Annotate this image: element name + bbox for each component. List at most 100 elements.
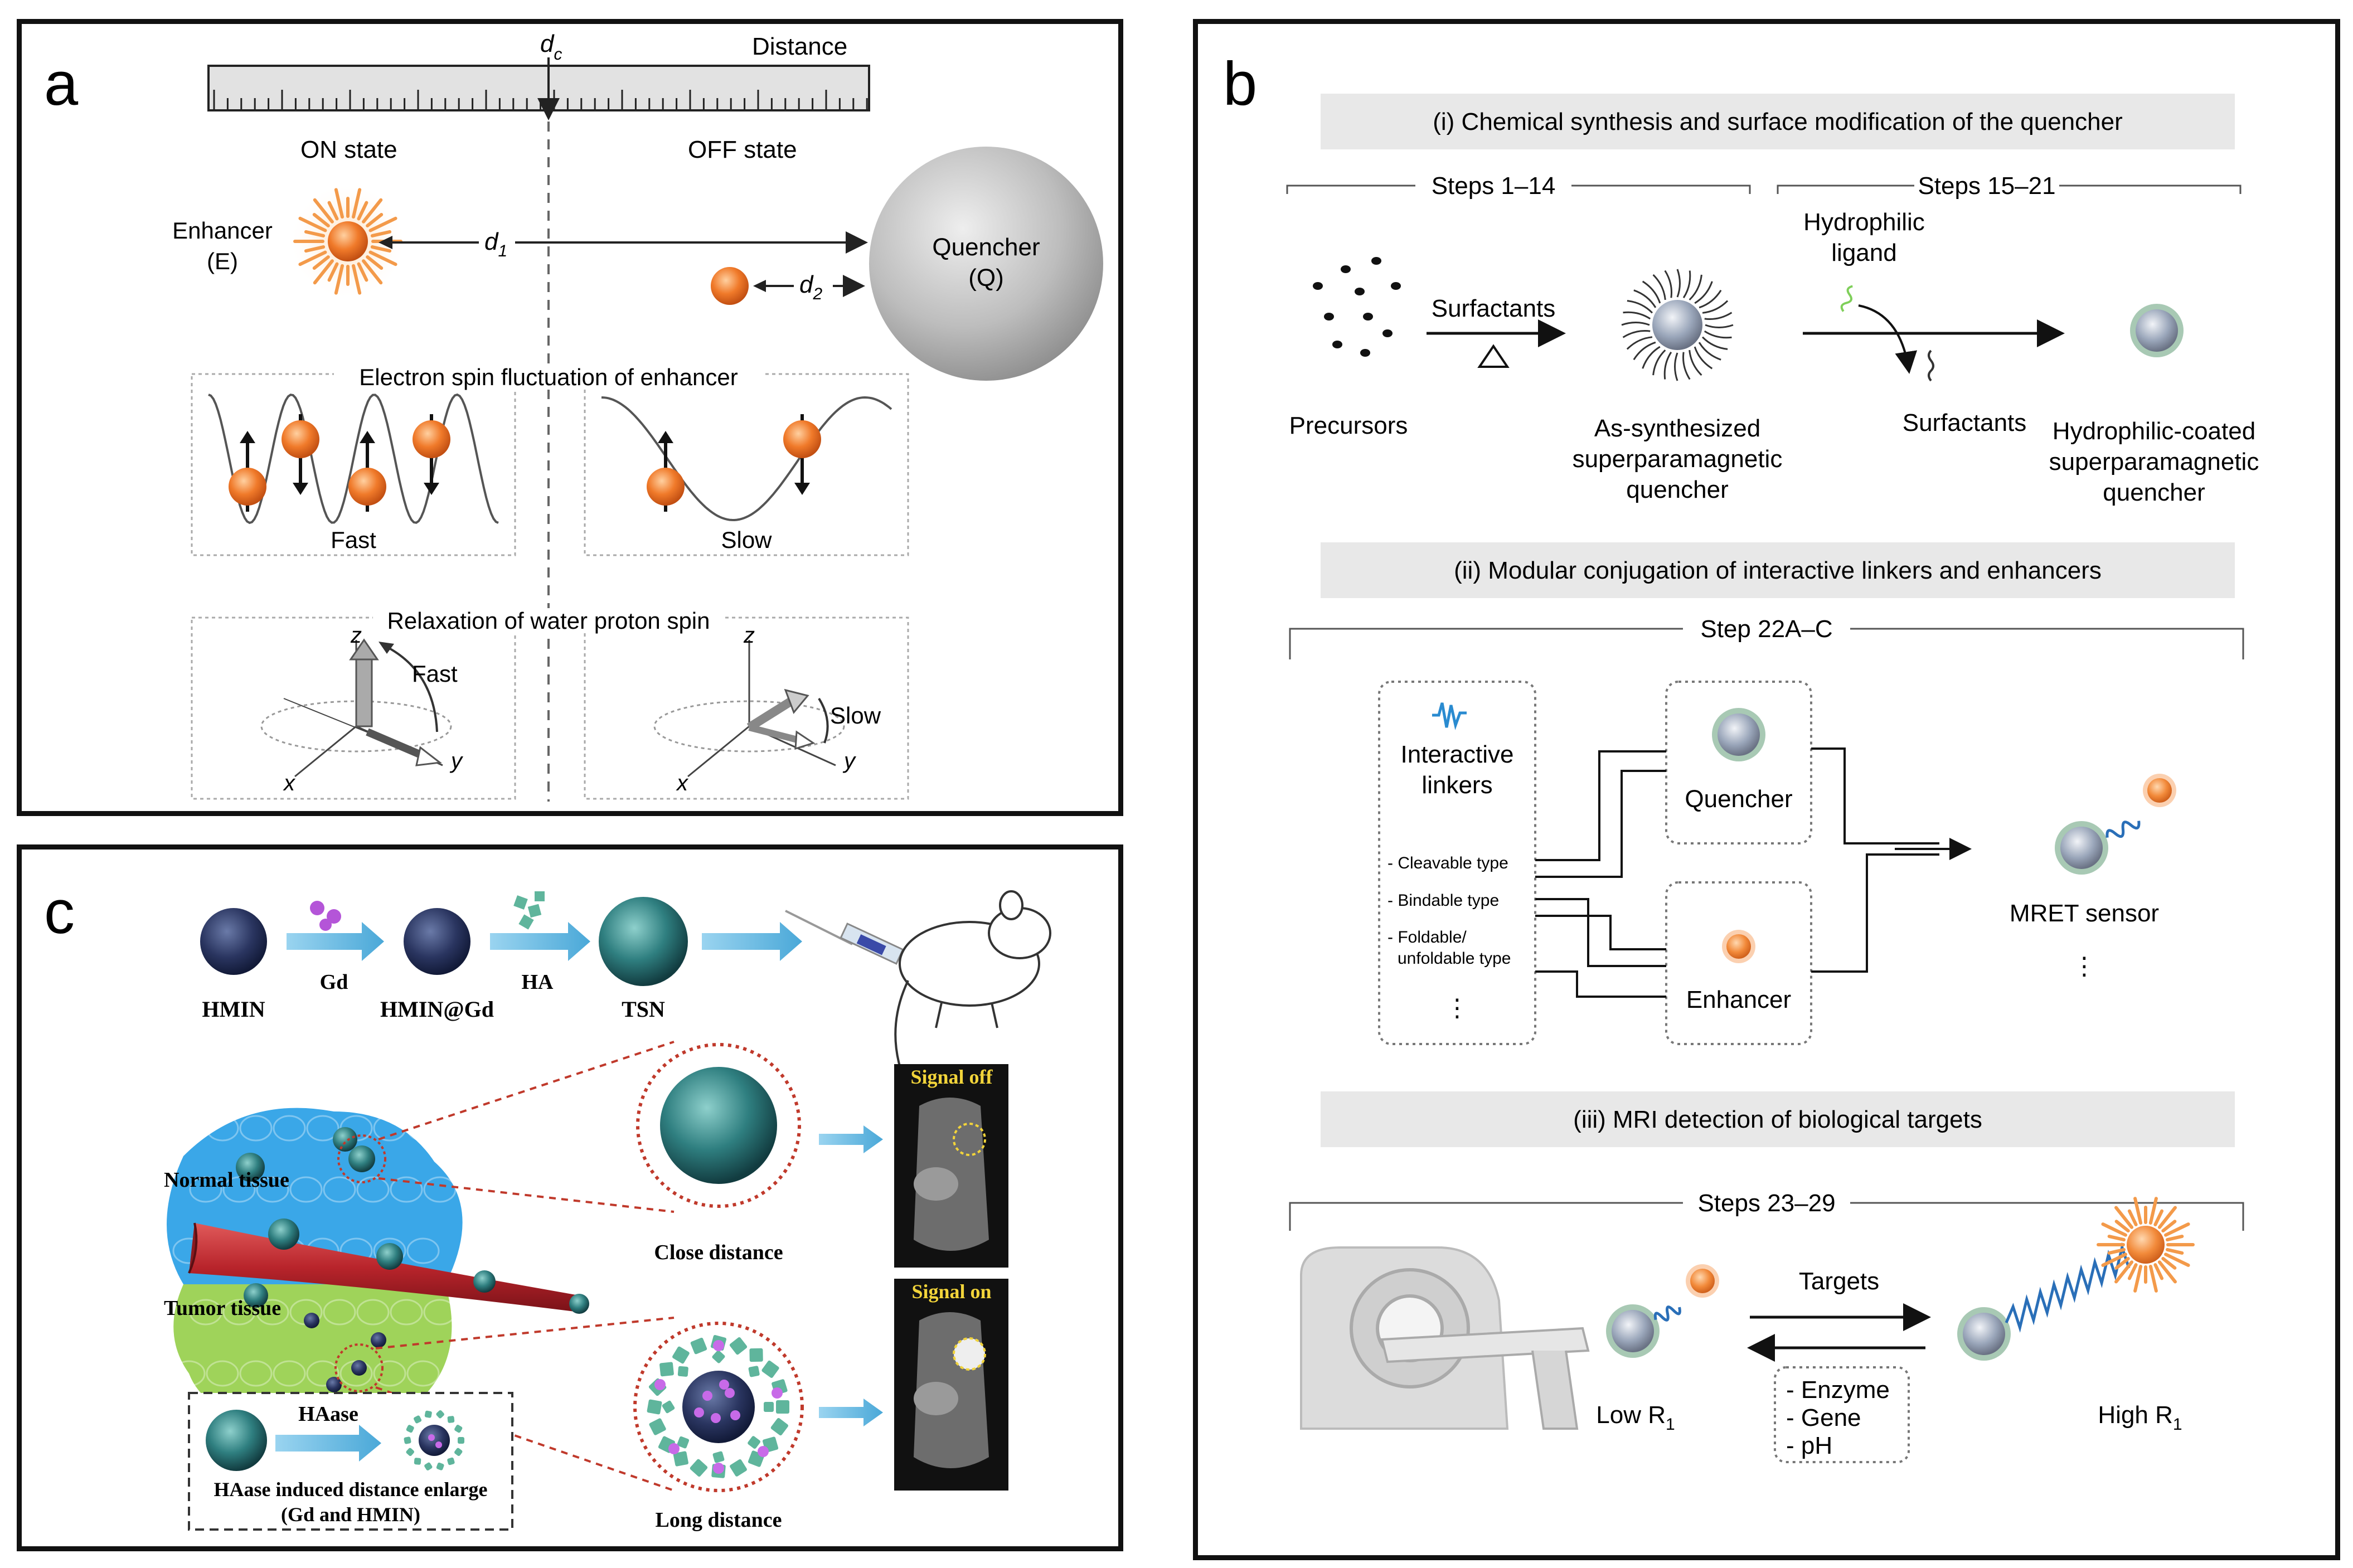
ha-fragment <box>662 1400 675 1414</box>
surfactant-chain <box>1633 341 1656 361</box>
signal-on-label: Signal on <box>911 1280 991 1303</box>
slow-z-label: z <box>743 623 755 648</box>
mouse-icon <box>894 890 1051 1240</box>
inset-ha-fragments <box>404 1410 464 1470</box>
target-type-gene: - Gene <box>1786 1404 1861 1431</box>
slow-vector-2 <box>748 724 800 744</box>
haase-label: HAase <box>298 1402 358 1426</box>
gd-ion <box>758 1446 769 1457</box>
surfactant-chain <box>1627 300 1653 314</box>
tissue-cell <box>206 1360 239 1387</box>
ray <box>362 198 383 224</box>
ray <box>362 259 383 285</box>
ray <box>2101 1222 2127 1237</box>
slow-vector-2-head <box>794 730 816 750</box>
ha-fragment <box>458 1437 464 1444</box>
ha-fragment <box>436 1462 444 1470</box>
heat-triangle <box>1477 344 1510 368</box>
ligand-squiggle <box>1840 285 1853 312</box>
surfactant-chain <box>1702 300 1729 314</box>
hydro-coated-line-2: superparamagnetic <box>2049 448 2259 475</box>
ha-fragment <box>414 1415 422 1424</box>
mret-quencher <box>2060 827 2103 869</box>
electron-spin <box>348 431 386 512</box>
electron-spin <box>282 414 319 495</box>
precursor-dot <box>1341 265 1351 273</box>
tissue-cell <box>423 1299 457 1326</box>
precursor-dots <box>1313 257 1401 357</box>
gd-ion <box>668 1443 680 1454</box>
signal-on-arrow <box>819 1399 883 1426</box>
steps-1-14-bracket <box>1286 185 1751 194</box>
linker-type-unfoldable: unfoldable type <box>1398 949 1511 968</box>
surfactant-chain <box>1652 274 1666 300</box>
ray <box>2107 1247 2126 1255</box>
normal-zoom-circle <box>337 1134 386 1183</box>
close-zoom-lines <box>378 1041 675 1213</box>
panel-c: c HMIN Gd HMIN@Gd HA TSN Normal tissue T… <box>17 844 1123 1551</box>
precursor-dot <box>1324 313 1334 321</box>
mret-sensor-label: MRET sensor <box>2010 900 2159 927</box>
precursor-dot <box>1332 341 1342 348</box>
enhancer-box <box>1665 881 1812 1045</box>
tissue-cell <box>356 1299 390 1326</box>
surfactant-chain <box>1705 324 1734 328</box>
tissue-particles <box>236 1127 589 1392</box>
ha-fragment <box>454 1448 463 1457</box>
low-r1-enhancer <box>1690 1269 1715 1293</box>
surfactant-chain <box>1663 351 1672 380</box>
electron-spin <box>647 431 685 512</box>
ha-fragment <box>749 1348 763 1362</box>
tumor-zoom-circle <box>334 1343 384 1392</box>
slow-x-label: x <box>676 771 689 795</box>
surfactant-chain <box>1699 289 1722 309</box>
inset-gd-2 <box>435 1441 442 1448</box>
tissue-cell <box>306 1360 339 1387</box>
hydro-coated-line-1: Hydrophilic-coated <box>2053 418 2255 445</box>
ray <box>2161 1220 2177 1233</box>
gd-ion <box>702 1391 712 1401</box>
fast-relax-label: Fast <box>412 661 458 687</box>
electron-spin <box>783 414 821 495</box>
fast-magnetization-vector <box>355 656 373 727</box>
precursor-dot <box>1313 282 1323 290</box>
ha-fragment <box>712 1451 725 1463</box>
ray <box>2161 1256 2177 1270</box>
ha-fragment <box>647 1399 662 1415</box>
tumor-tissue-label: Tumor tissue <box>164 1297 281 1320</box>
ha-fragment <box>748 1436 761 1449</box>
tsn-in-tissue <box>376 1243 403 1270</box>
enhancer-particle <box>328 221 368 261</box>
spin-particles <box>229 414 821 512</box>
ray <box>2133 1197 2143 1225</box>
gd-ion <box>719 1380 729 1390</box>
surfactant-chain <box>1621 322 1650 326</box>
gd-ion <box>694 1407 704 1417</box>
relax-title-bg <box>373 608 724 633</box>
panel-a: a dc Distance ON state OFF state Enhance… <box>17 19 1123 816</box>
ray <box>2164 1222 2190 1237</box>
precursor-dot <box>1382 329 1393 337</box>
enhancer-box-particle <box>1726 934 1751 959</box>
surfactant-chain <box>1689 274 1702 301</box>
target-types-box <box>1774 1366 1910 1463</box>
gd-arrow <box>287 922 384 961</box>
slow-y-label: y <box>842 749 857 773</box>
ha-fragment <box>677 1436 690 1449</box>
tissue-cell <box>189 1299 222 1326</box>
ray <box>2114 1220 2130 1233</box>
ray <box>304 245 326 253</box>
signal-off-tumor-marker <box>953 1123 986 1156</box>
ha-label: HA <box>522 970 554 994</box>
steps-23-29-label: Steps 23–29 <box>1697 1190 1835 1217</box>
slow-relax-label: Slow <box>830 702 881 729</box>
panel-c-figure: c HMIN Gd HMIN@Gd HA TSN Normal tissue T… <box>44 878 1051 1532</box>
ray <box>298 250 327 266</box>
syringe-icon <box>785 910 904 965</box>
section-3-title: (iii) MRI detection of biological target… <box>1573 1106 1982 1133</box>
slow-relax-box <box>584 616 909 800</box>
tissue-cell <box>406 1360 440 1387</box>
precursors-label: Precursors <box>1289 412 1408 439</box>
ray <box>368 216 397 232</box>
step-22-bracket <box>1289 628 2244 659</box>
